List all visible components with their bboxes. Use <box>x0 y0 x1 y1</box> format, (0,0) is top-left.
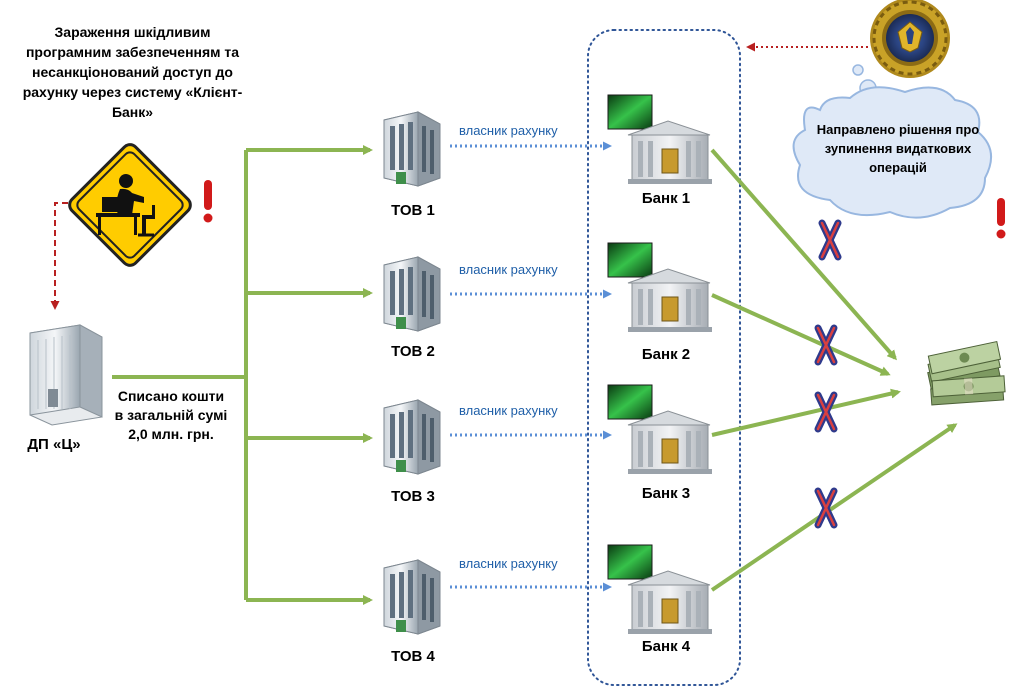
bank-label: Банк 1 <box>641 190 691 207</box>
office-building-icon <box>383 399 441 475</box>
owner-label: власник рахунку <box>459 123 558 138</box>
infection-arrow <box>50 202 78 310</box>
owner-label: власник рахунку <box>459 556 558 571</box>
transfer-lines <box>112 145 373 605</box>
bank-label: Банк 4 <box>641 638 691 655</box>
bank-buildings <box>607 94 712 634</box>
bank-icon <box>627 570 712 634</box>
banks-frame <box>587 29 741 686</box>
decision-cloud <box>792 64 993 219</box>
bank-icon <box>627 410 712 474</box>
source-company-label: ДП «Ц» <box>27 436 81 453</box>
owner-label: власник рахунку <box>459 403 558 418</box>
x-mark-icon <box>814 219 842 529</box>
monitor-icon <box>607 242 653 278</box>
company-label: ТОВ 3 <box>391 488 435 505</box>
monitor-icon <box>607 94 653 130</box>
infection-note: Зараження шкідливим програмним забезпече… <box>22 24 243 120</box>
office-building-icon <box>383 256 441 332</box>
company-label: ТОВ 1 <box>391 202 435 219</box>
exclamation-icon <box>996 198 1006 239</box>
transfer-note: Списано кошти в загальній сумі 2,0 млн. … <box>114 388 228 442</box>
office-building-icon <box>383 111 441 187</box>
office-building-icon <box>29 324 103 426</box>
bank-label: Банк 2 <box>641 346 691 363</box>
bank-to-money-lines <box>710 148 958 592</box>
owner-lines <box>450 141 612 592</box>
exclamation-icon <box>203 180 213 223</box>
hacker-warning-icon <box>68 143 192 267</box>
bank-icon <box>627 120 712 184</box>
bank-label: Банк 3 <box>641 485 691 502</box>
monitor-icon <box>607 544 653 580</box>
company-buildings <box>383 111 441 635</box>
owner-label: власник рахунку <box>459 262 558 277</box>
company-label: ТОВ 4 <box>391 648 435 665</box>
bank-icon <box>627 268 712 332</box>
decision-note: Направлено рішення про зупинення видатко… <box>816 122 980 175</box>
company-label: ТОВ 2 <box>391 343 435 360</box>
money-stack-icon <box>927 340 1006 406</box>
monitor-icon <box>607 384 653 420</box>
emblem-icon <box>870 0 950 78</box>
office-building-icon <box>383 559 441 635</box>
